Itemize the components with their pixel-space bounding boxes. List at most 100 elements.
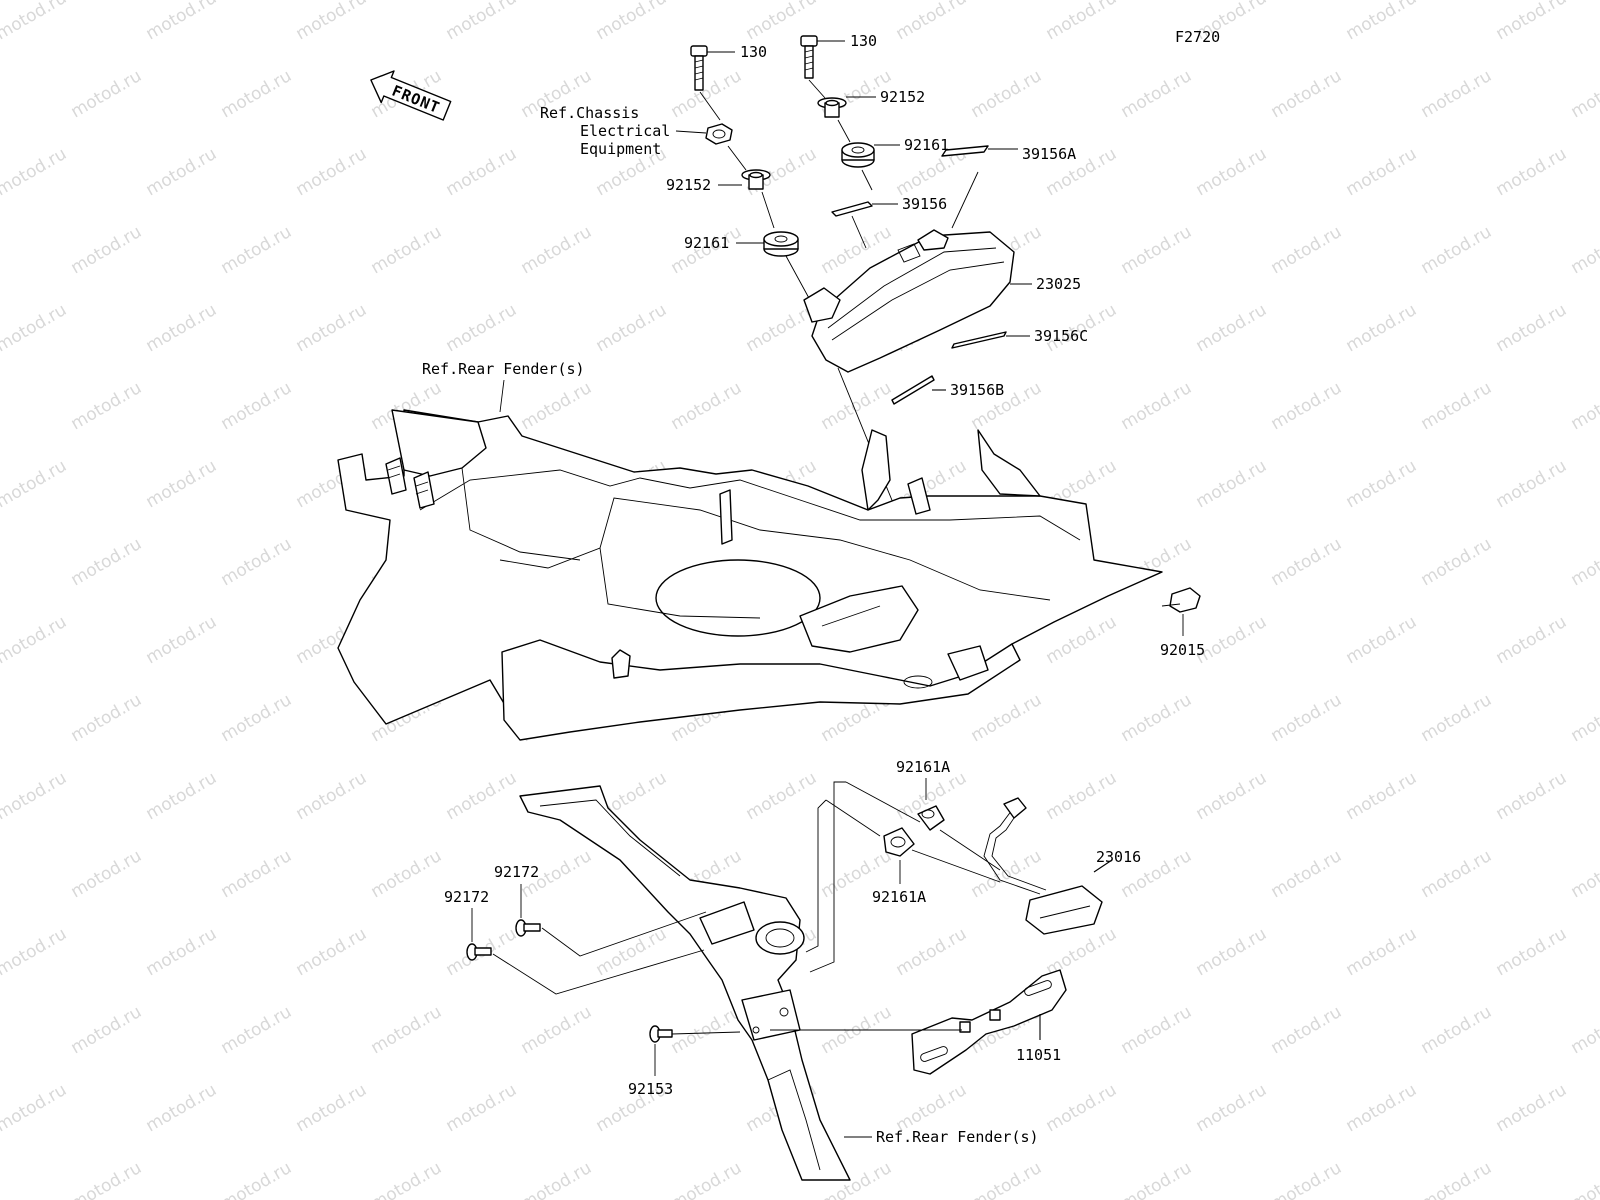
- watermark-text: motod.ru: [1343, 1080, 1421, 1136]
- watermark-text: motod.ru: [818, 378, 896, 434]
- ref-chassis-line2: Electrical: [580, 122, 670, 140]
- watermark-text: motod.ru: [293, 1080, 371, 1136]
- license-stay: [519, 785, 851, 1181]
- watermark-text: motod.ru: [443, 144, 521, 200]
- watermark-text: motod.ru: [518, 1158, 596, 1200]
- watermark-text: motod.ru: [1493, 924, 1571, 980]
- watermark-text: motod.ru: [893, 0, 971, 44]
- watermark-text: motod.ru: [893, 924, 971, 980]
- watermark-text: motod.ru: [968, 66, 1046, 122]
- watermark-text: motod.ru: [0, 0, 70, 44]
- callout-92161-left: 92161: [684, 234, 729, 252]
- watermark-text: motod.ru: [1418, 846, 1496, 902]
- watermark-text: motod.ru: [0, 144, 70, 200]
- watermark-text: motod.ru: [368, 1002, 446, 1058]
- watermark-text: motod.ru: [68, 378, 146, 434]
- callout-92152-left: 92152: [666, 176, 711, 194]
- watermark-text: motod.ru: [1118, 222, 1196, 278]
- watermark-text: motod.ru: [518, 222, 596, 278]
- watermark-text: motod.ru: [1418, 690, 1496, 746]
- watermark-text: motod.ru: [368, 1158, 446, 1200]
- grommet-92161a-top: [917, 805, 945, 831]
- pad-39156c: [951, 331, 1030, 349]
- watermark-text: motod.ru: [1568, 222, 1600, 278]
- callout-11051: 11051: [1016, 1046, 1061, 1064]
- screw-92153: [649, 1025, 673, 1043]
- watermark-text: motod.ru: [1418, 222, 1496, 278]
- watermark-text: motod.ru: [218, 690, 296, 746]
- callout-92161a-bottom: 92161A: [872, 888, 926, 906]
- watermark-text: motod.ru: [293, 144, 371, 200]
- watermark-text: motod.ru: [143, 1080, 221, 1136]
- watermark-text: motod.ru: [668, 1158, 746, 1200]
- watermark-text: motod.ru: [68, 846, 146, 902]
- watermark-text: motod.ru: [68, 1158, 146, 1200]
- ref-chassis-line3: Equipment: [580, 140, 661, 158]
- watermark-text: motod.ru: [1193, 768, 1271, 824]
- watermark-text: motod.ru: [0, 924, 70, 980]
- grommet-right: [841, 142, 900, 168]
- watermark-text: motod.ru: [293, 924, 371, 980]
- watermark-text: motod.ru: [443, 300, 521, 356]
- watermark-text: motod.ru: [143, 144, 221, 200]
- watermark-text: motod.ru: [1193, 924, 1271, 980]
- watermark-text: motod.ru: [1343, 924, 1421, 980]
- callout-92152-right: 92152: [880, 88, 925, 106]
- watermark-text: motod.ru: [1568, 1002, 1600, 1058]
- watermark-text: motod.ru: [1568, 846, 1600, 902]
- watermark-text: motod.ru: [593, 0, 671, 44]
- watermark-text: motod.ru: [518, 1002, 596, 1058]
- watermark-text: motod.ru: [443, 0, 521, 44]
- watermark-text: motod.ru: [368, 846, 446, 902]
- grommet-left: [736, 231, 799, 257]
- callout-92161-right: 92161: [904, 136, 949, 154]
- watermark-text: motod.ru: [1193, 300, 1271, 356]
- watermark-text: motod.ru: [743, 768, 821, 824]
- watermark-text: motod.ru: [1193, 1080, 1271, 1136]
- watermark-text: motod.ru: [218, 1002, 296, 1058]
- callout-39156a: 39156A: [1022, 145, 1076, 163]
- watermark-text: motod.ru: [1418, 534, 1496, 590]
- callout-39156c: 39156C: [1034, 327, 1088, 345]
- pad-39156b: [891, 375, 946, 405]
- watermark-text: motod.ru: [443, 1080, 521, 1136]
- watermark-text: motod.ru: [1118, 1002, 1196, 1058]
- watermark-text: motod.ru: [218, 534, 296, 590]
- watermark-text: motod.ru: [218, 66, 296, 122]
- watermark-text: motod.ru: [0, 612, 70, 668]
- watermark-text: motod.ru: [293, 0, 371, 44]
- callout-23016: 23016: [1096, 848, 1141, 866]
- watermark-text: motod.ru: [293, 300, 371, 356]
- callout-92153: 92153: [628, 1080, 673, 1098]
- watermark-text: motod.ru: [668, 1002, 746, 1058]
- watermark-text: motod.ru: [1043, 768, 1121, 824]
- watermark-text: motod.ru: [1118, 378, 1196, 434]
- watermark-text: motod.ru: [68, 534, 146, 590]
- watermark-text: motod.ru: [68, 222, 146, 278]
- watermark-text: motod.ru: [593, 300, 671, 356]
- watermark-text: motod.ru: [293, 768, 371, 824]
- watermark-text: motod.ru: [68, 1002, 146, 1058]
- ref-rear-fender-top: Ref.Rear Fender(s): [422, 360, 585, 378]
- screw-92172-bottom: [466, 943, 492, 961]
- callout-130-right: 130: [850, 32, 877, 50]
- watermark-text: motod.ru: [1268, 690, 1346, 746]
- ref-chassis-line1: Ref.Chassis: [540, 104, 639, 122]
- watermark-text: motod.ru: [68, 690, 146, 746]
- watermark-text: motod.ru: [1493, 612, 1571, 668]
- watermark-text: motod.ru: [0, 300, 70, 356]
- watermark-text: motod.ru: [1343, 0, 1421, 44]
- collar-right: [817, 96, 876, 118]
- watermark-text: motod.ru: [1568, 66, 1600, 122]
- watermark-text: motod.ru: [1268, 1158, 1346, 1200]
- watermark-text: motod.ru: [1268, 222, 1346, 278]
- watermark-text: motod.ru: [143, 300, 221, 356]
- watermark-text: motod.ru: [218, 222, 296, 278]
- watermark-text: motod.ru: [1118, 66, 1196, 122]
- watermark-text: motod.ru: [1268, 66, 1346, 122]
- ref-rear-fender-bottom: Ref.Rear Fender(s): [876, 1128, 1039, 1146]
- callout-39156: 39156: [902, 195, 947, 213]
- watermark-text: motod.ru: [218, 846, 296, 902]
- watermark-text: motod.ru: [1343, 300, 1421, 356]
- callout-92015: 92015: [1160, 641, 1205, 659]
